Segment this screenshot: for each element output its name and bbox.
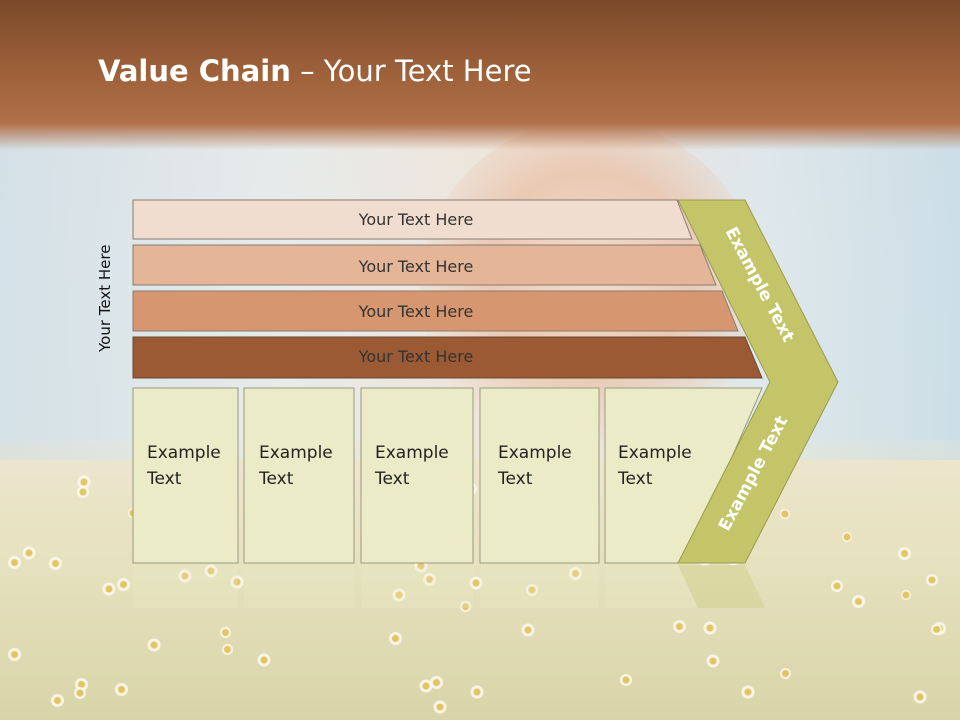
daisy-flower <box>7 647 22 662</box>
daisy-flower <box>780 509 790 519</box>
support-bar-2[interactable]: Your Text Here <box>132 244 717 286</box>
primary-cell-3-line1: Example <box>375 443 449 463</box>
daisy-flower <box>702 620 718 636</box>
daisy-flower <box>910 687 930 707</box>
primary-cell-5-line2: Text <box>617 469 653 489</box>
daisy-flower <box>926 574 938 586</box>
primary-cells: Example Text Example Text Example Text E… <box>132 387 763 564</box>
daisy-flower <box>460 601 471 612</box>
daisy-flower <box>851 594 866 609</box>
daisy-flower <box>673 620 686 633</box>
primary-cell-1[interactable]: Example Text <box>132 387 239 564</box>
daisy-flower <box>430 697 450 717</box>
daisy-flower <box>931 624 942 635</box>
daisy-flower <box>202 562 220 580</box>
daisy-flower <box>566 564 585 583</box>
daisy-flower <box>521 623 535 637</box>
daisy-flower <box>740 684 756 700</box>
primary-cell-2-line2: Text <box>258 469 294 489</box>
daisy-flower <box>145 636 163 654</box>
support-bar-label-4: Your Text Here <box>358 347 474 366</box>
daisy-flower <box>417 677 435 695</box>
daisy-flower <box>77 486 89 498</box>
title-banner <box>0 0 960 150</box>
daisy-flower <box>22 546 36 560</box>
support-bar-label-1: Your Text Here <box>358 210 474 229</box>
support-bar-label-2: Your Text Here <box>358 257 474 276</box>
daisy-flower <box>842 532 852 542</box>
daisy-flower <box>229 574 245 590</box>
daisy-flower <box>620 674 632 686</box>
primary-cell-3-line2: Text <box>374 469 410 489</box>
daisy-flower <box>526 584 538 596</box>
daisy-flower <box>47 690 68 711</box>
slide-title-bold: Value Chain <box>98 54 291 88</box>
daisy-flower <box>423 573 436 586</box>
daisy-flower <box>102 582 116 596</box>
daisy-flower <box>222 644 233 655</box>
daisy-flower <box>387 630 404 647</box>
primary-cell-4-line2: Text <box>497 469 533 489</box>
diagram-reflection <box>133 565 765 608</box>
support-bar-1[interactable]: Your Text Here <box>132 199 693 240</box>
daisy-flower <box>831 580 843 592</box>
slide-title-rest: – Your Text Here <box>290 54 532 88</box>
daisy-flower <box>466 573 486 593</box>
daisy-flower <box>177 568 193 584</box>
primary-cell-1-line2: Text <box>146 469 182 489</box>
daisy-flower <box>901 590 911 600</box>
daisy-flower <box>468 683 486 701</box>
primary-cell-3[interactable]: Example Text <box>360 387 474 564</box>
daisy-flower <box>113 681 130 698</box>
primary-cell-2[interactable]: Example Text <box>243 387 355 564</box>
daisy-flower <box>113 574 134 595</box>
primary-cell-5-line1: Example <box>618 443 692 463</box>
daisy-flower <box>254 650 274 670</box>
daisy-flower <box>48 556 63 571</box>
primary-cell-4-line1: Example <box>498 443 572 463</box>
primary-cell-1-line1: Example <box>147 443 221 463</box>
daisy-flower <box>6 554 23 571</box>
primary-cell-2-line1: Example <box>259 443 333 463</box>
daisy-flower <box>74 687 86 699</box>
support-bar-4[interactable]: Your Text Here <box>132 336 763 379</box>
support-bar-label-3: Your Text Here <box>358 302 474 321</box>
daisy-flower <box>220 627 231 638</box>
daisy-flower <box>780 668 791 679</box>
slide-title: Value Chain – Your Text Here <box>98 54 532 88</box>
primary-cell-4[interactable]: Example Text <box>479 387 600 564</box>
support-bar-3[interactable]: Your Text Here <box>132 290 739 332</box>
daisy-flower <box>390 586 408 604</box>
daisy-flower <box>897 546 912 561</box>
daisy-flower <box>705 653 721 669</box>
support-bars: Your Text Here Your Text Here Your Text … <box>132 199 763 379</box>
